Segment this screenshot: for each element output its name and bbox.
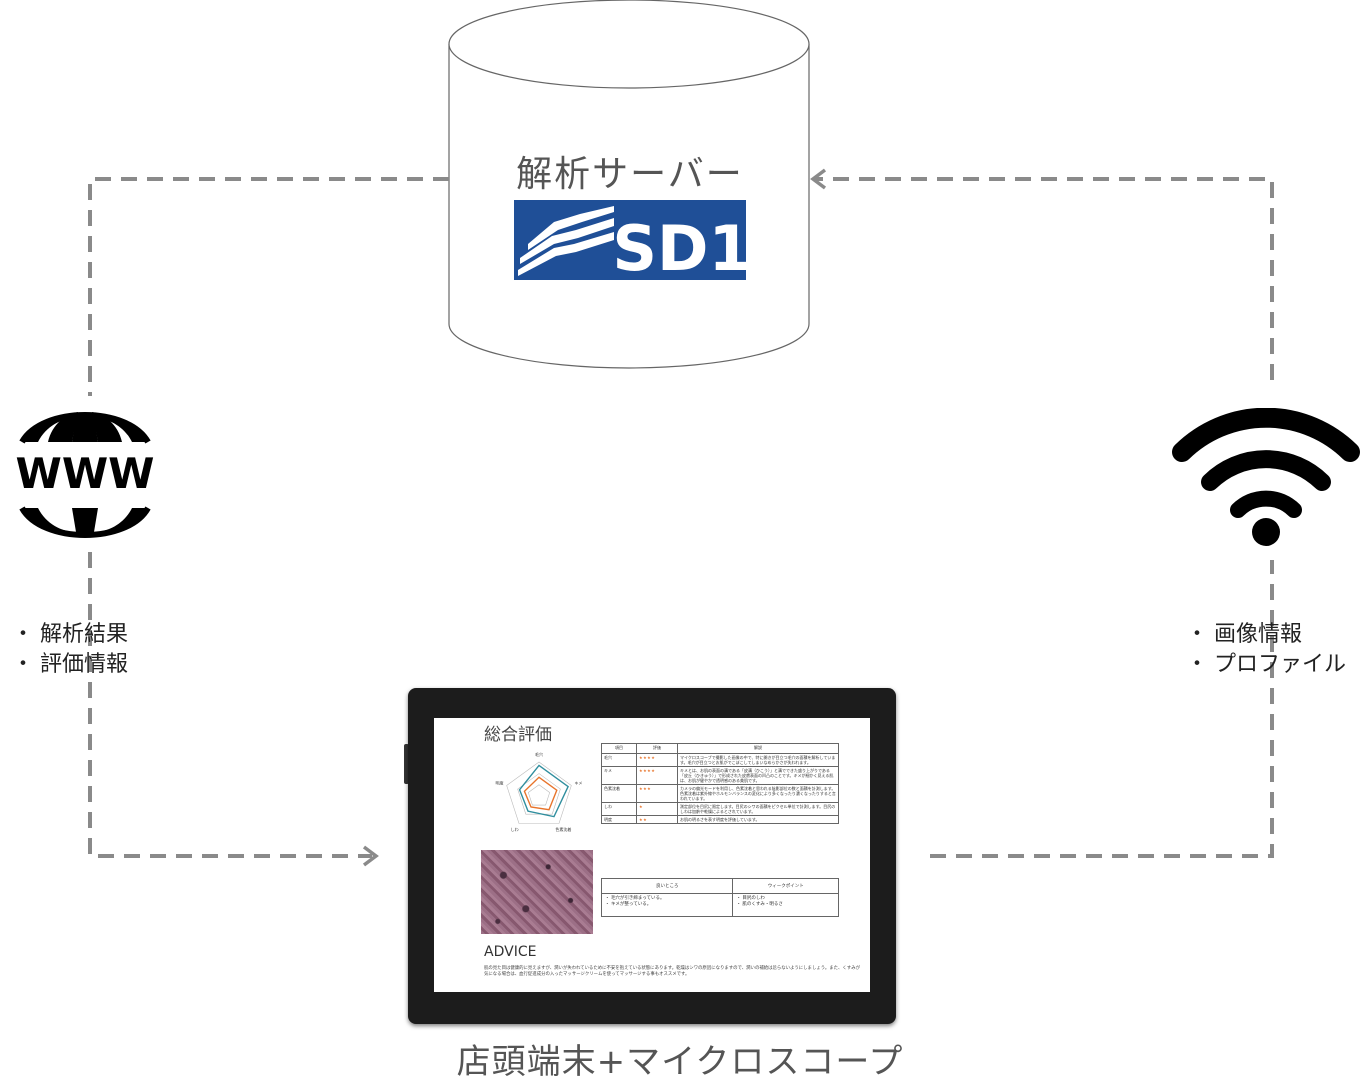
eval-cell-desc: カメラの偏光モードを利用し、色素沈着と思われる陰影部位の数と面積を計測します。色… [677,784,839,803]
radar-axis-label: 明度 [496,780,504,786]
table-row: 毛穴★★★★マイクロスコープで撮影した画像の中で、特に開きが目立つ毛穴の面積を解… [601,753,839,767]
list-item: ・画像情報 [1186,622,1303,647]
eval-header-rating: 評価 [636,743,678,754]
list-item: ・ 毛穴が引き締まっている。 [605,896,665,901]
weak-points-header: ウィークポイント [732,878,839,894]
right-arrowhead [810,168,827,190]
advice-text: 肌の見た目は健康的に見えますが、潤いが失われているために不安を抱えている状態にあ… [484,966,860,977]
table-row: 色素沈着★★★カメラの偏光モードを利用し、色素沈着と思われる陰影部位の数と面積を… [601,784,839,803]
radar-axis-label: キメ [574,781,582,786]
list-item: ・評価情報 [12,652,129,677]
eval-cell-item: 色素沈着 [601,784,637,803]
strengths-weakness-table: 良いところ ウィークポイント ・ 毛穴が引き締まっている。 ・ キメが整っている… [600,878,839,917]
screen-title: 総合評価 [484,725,552,745]
eval-cell-stars: ★★★ [636,784,678,803]
left-arrowhead [362,845,379,867]
skin-microscope-image [481,850,593,934]
eval-cell-desc: 測定部位を目尻に限定します。目尻のシワの面積をピクセル単位で計測します。目尻のし… [677,802,839,816]
server-title: 解析サーバー [516,154,744,195]
left-info-list: ・解析結果 ・評価情報 [12,620,128,680]
radar-axis-label: しわ [511,826,519,832]
list-item: ・プロファイル [1186,652,1347,677]
radar-axis-label: 毛穴 [535,751,543,757]
eval-cell-stars: ★★★★ [636,753,678,767]
radar-series-line [518,764,569,818]
good-points-cell: ・ 毛穴が引き締まっている。 ・ キメが整っている。 [600,893,734,917]
tablet-side-button [404,744,409,784]
radar-grid-ring [527,784,551,806]
left-dashed-path [88,177,449,858]
sd1-logo-text: SD1 [612,212,746,280]
list-item: ・解析結果 [12,622,129,647]
eval-cell-stars: ★ [636,802,678,816]
right-info-list: ・画像情報 ・プロファイル [1186,620,1346,680]
radar-grid-ring [506,761,572,824]
advice-title: ADVICE [484,944,537,960]
eval-cell-desc: マイクロスコープで撮影した画像の中で、特に開きが目立つ毛穴の面積を解析しています… [677,753,839,767]
table-row: しわ★測定部位を目尻に限定します。目尻のシワの面積をピクセル単位で計測します。目… [601,802,839,816]
eval-cell-desc: お肌の明るさを表す明度を評価しています。 [677,815,839,824]
eval-cell-stars: ★★★★ [636,766,678,785]
eval-cell-item: キメ [601,766,637,785]
globe-www-icon: WWW [16,412,155,538]
eval-cell-item: 毛穴 [601,753,637,767]
eval-header-desc: 解説 [677,743,839,754]
list-item: ・ 目尻のしわ [736,896,765,901]
radar-axis-label: 色素沈着 [555,826,571,832]
list-item: ・ 肌のくすみ・明るさ [736,902,783,907]
table-row: 明度★★お肌の明るさを表す明度を評価しています。 [601,815,839,824]
radar-series-line [523,776,558,811]
good-points-header: 良いところ [600,878,734,894]
sd1-logo: SD1 [514,200,746,280]
tablet-screen: 総合評価 毛穴キメ色素沈着しわ明度 項目 評価 解説 毛穴★★★★マイクロスコー… [434,718,870,992]
eval-cell-stars: ★★ [636,815,678,824]
table-row: キメ★★★★キメとは、お肌の表面の溝である「皮溝（ひこう）」と溝でできた盛り上が… [601,766,839,785]
eval-cell-desc: キメとは、お肌の表面の溝である「皮溝（ひこう）」と溝でできた盛り上がりである「皮… [677,766,839,785]
weak-points-cell: ・ 目尻のしわ ・ 肌のくすみ・明るさ [732,893,839,917]
wifi-icon [1172,408,1360,546]
eval-header-item: 項目 [601,743,637,754]
eval-cell-item: 明度 [601,815,637,824]
right-dashed-path [815,177,1274,858]
device-caption: 店頭端末+マイクロスコープ [456,1042,904,1082]
list-item: ・ キメが整っている。 [605,902,652,907]
www-text: WWW [16,449,155,498]
eval-cell-item: しわ [601,802,637,816]
evaluation-table: 項目 評価 解説 毛穴★★★★マイクロスコープで撮影した画像の中で、特に開きが目… [601,743,839,824]
